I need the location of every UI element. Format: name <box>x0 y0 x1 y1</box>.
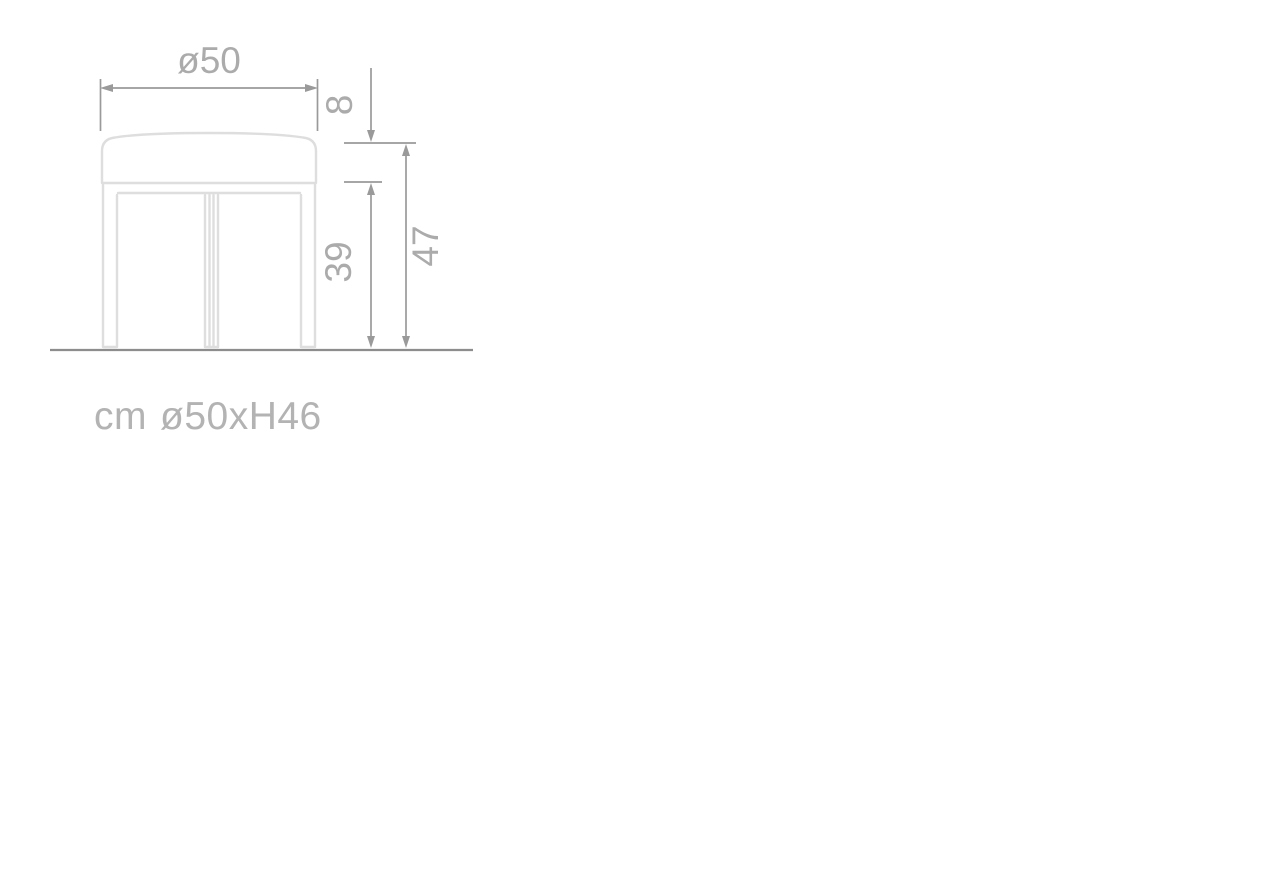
diameter-dimension: ø50 <box>99 40 319 131</box>
stool-leg-right <box>299 181 317 349</box>
arrow-up-icon <box>402 144 410 156</box>
diameter-label: ø50 <box>177 40 241 81</box>
size-caption: cm ø50xH46 <box>94 395 322 439</box>
seat-thickness-label: 8 <box>319 95 360 116</box>
total-height-dimension: 47 <box>402 144 446 348</box>
arrow-left-icon <box>100 84 113 92</box>
seat-to-floor-label: 39 <box>318 241 359 282</box>
reference-ticks <box>344 142 416 183</box>
stool-dimension-drawing: ø50 <box>50 40 473 352</box>
stool-seat <box>100 131 318 185</box>
stool-outline <box>100 131 318 349</box>
total-height-label: 47 <box>405 225 446 266</box>
seat-to-floor-dimension: 39 <box>318 183 375 348</box>
seat-thickness-dimension: 8 <box>319 68 375 142</box>
arrow-down-icon <box>367 336 375 348</box>
arrow-down-icon <box>402 336 410 348</box>
caption-unit: cm <box>94 395 147 438</box>
stool-leg-center <box>203 193 220 349</box>
caption-dimensions: ø50xH46 <box>160 395 322 438</box>
arrow-up-icon <box>367 183 375 195</box>
arrow-down-icon <box>367 130 375 142</box>
arrow-right-icon <box>305 84 318 92</box>
stool-leg-left <box>101 181 119 349</box>
